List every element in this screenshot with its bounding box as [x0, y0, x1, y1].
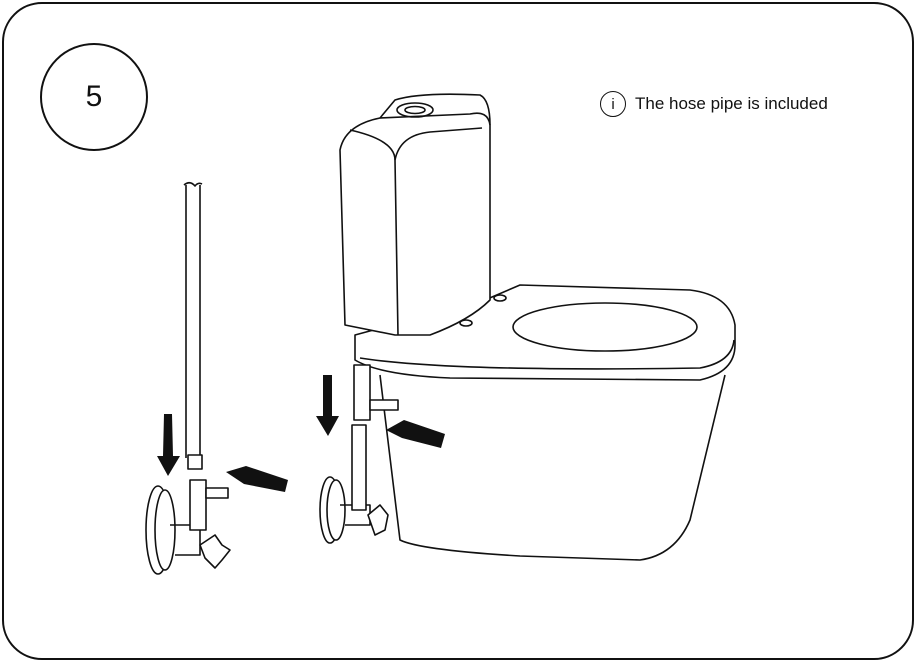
- toilet-tank: [339, 93, 491, 336]
- arrow-left-icon: [386, 420, 445, 448]
- angle-valve-right: [319, 364, 399, 544]
- step-number: 5: [85, 80, 103, 113]
- info-icon: i: [600, 91, 626, 117]
- hose-pipe: [183, 181, 203, 470]
- angle-valve-left: [145, 479, 231, 575]
- arrow-down-icon: [157, 414, 180, 476]
- info-note-text: The hose pipe is included: [635, 94, 828, 113]
- info-note: i The hose pipe is included: [600, 91, 828, 117]
- arrow-down-icon: [316, 375, 339, 436]
- toilet-bowl: [354, 284, 736, 561]
- arrows: [157, 375, 445, 492]
- arrow-left-icon: [226, 466, 288, 492]
- step-number-badge: 5: [40, 43, 148, 151]
